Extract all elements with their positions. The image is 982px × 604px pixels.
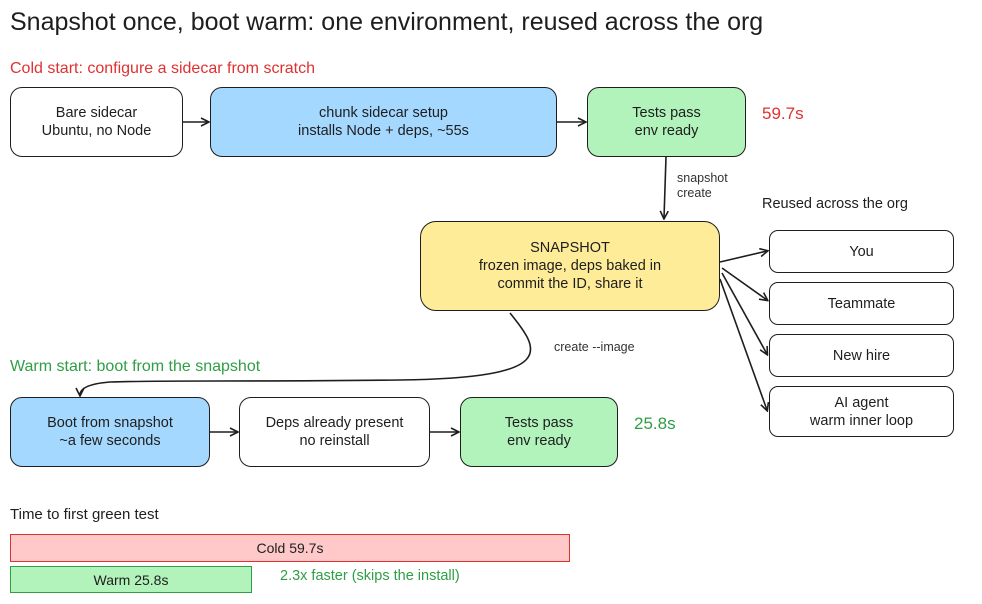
cold-tests-pass-title: Tests pass [632, 105, 701, 121]
page-title: Snapshot once, boot warm: one environmen… [10, 8, 764, 36]
boot-from-snapshot-box: Boot from snapshot ~a few seconds [10, 397, 210, 467]
sidecar-setup-title: chunk sidecar setup [319, 105, 448, 121]
warm-time-bar: Warm 25.8s [10, 566, 252, 593]
arrow-snapshot-to-ai-agent [719, 278, 767, 410]
arrow-snapshot-to-you [719, 251, 767, 263]
bare-sidecar-title: Bare sidecar [55, 105, 138, 121]
cold-tests-pass-box: Tests pass env ready [587, 87, 746, 157]
warm-tests-pass-detail: env ready [507, 433, 571, 449]
reuse-item-new-hire: New hire [769, 334, 954, 377]
timing-label: Time to first green test [10, 506, 159, 523]
warm-time: 25.8s [634, 414, 676, 433]
snapshot-box: SNAPSHOT frozen image, deps baked in com… [420, 221, 720, 311]
cold-tests-pass-detail: env ready [634, 123, 699, 139]
warm-tests-pass-title: Tests pass [504, 415, 574, 431]
bare-sidecar-detail: Ubuntu, no Node [41, 123, 152, 139]
snapshot-create-label: snapshot create [677, 171, 728, 201]
reuse-item-label: Teammate [827, 295, 896, 312]
reuse-item-label: You [849, 243, 874, 260]
reuse-item-you: You [769, 230, 954, 273]
arrow-snapshot-to-new-hire [721, 272, 767, 354]
snapshot-create-line2: create [677, 186, 712, 200]
reuse-item-teammate: Teammate [769, 282, 954, 325]
boot-title: Boot from snapshot [47, 415, 173, 431]
speedup-note: 2.3x faster (skips the install) [280, 568, 460, 584]
reuse-item-ai-agent: AI agent warm inner loop [769, 386, 954, 437]
cold-start-label: Cold start: configure a sidecar from scr… [10, 60, 316, 77]
cold-time: 59.7s [762, 104, 804, 123]
snapshot-share: commit the ID, share it [497, 276, 643, 292]
bare-sidecar-box: Bare sidecar Ubuntu, no Node [10, 87, 183, 157]
reuse-item-detail: warm inner loop [809, 412, 914, 429]
arrow-tests-to-snapshot [664, 156, 666, 218]
deps-present-box: Deps already present no reinstall [239, 397, 430, 467]
snapshot-create-line1: snapshot [677, 171, 728, 185]
sidecar-setup-detail: installs Node + deps, ~55s [298, 123, 469, 139]
snapshot-detail: frozen image, deps baked in [478, 258, 662, 274]
reuse-item-label: New hire [832, 347, 891, 364]
snapshot-title: SNAPSHOT [530, 240, 610, 256]
cold-time-bar: Cold 59.7s [10, 534, 570, 562]
create-image-label: create --image [554, 340, 635, 354]
arrow-snapshot-to-boot [80, 312, 532, 395]
warm-start-label: Warm start: boot from the snapshot [10, 358, 261, 375]
cold-bar-label: Cold 59.7s [256, 540, 324, 556]
arrow-snapshot-to-teammate [721, 267, 767, 300]
reuse-item-label: AI agent [834, 394, 889, 411]
sidecar-setup-box: chunk sidecar setup installs Node + deps… [210, 87, 557, 157]
warm-bar-label: Warm 25.8s [93, 571, 169, 588]
warm-tests-pass-box: Tests pass env ready [460, 397, 618, 467]
deps-present-title: Deps already present [265, 415, 404, 431]
deps-present-detail: no reinstall [299, 433, 370, 449]
reuse-label: Reused across the org [762, 196, 908, 212]
boot-detail: ~a few seconds [59, 433, 161, 449]
